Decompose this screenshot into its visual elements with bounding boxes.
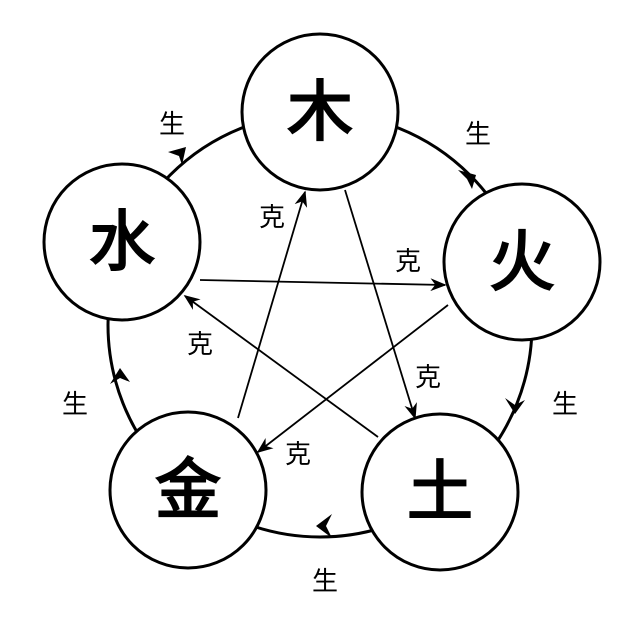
overcoming-label: 克 bbox=[187, 330, 213, 360]
arrow-wood-overcomes-earth bbox=[344, 189, 417, 420]
earth-circle bbox=[360, 412, 520, 572]
arrow-water-overcomes-fire bbox=[199, 278, 447, 292]
fire-label: 火 bbox=[489, 224, 555, 301]
water-label: 水 bbox=[89, 204, 156, 281]
chevron-earth-to-metal bbox=[316, 514, 332, 538]
generating-label: 生 bbox=[552, 390, 578, 420]
generating-label: 生 bbox=[159, 110, 185, 140]
arrow-fire-overcomes-metal bbox=[256, 304, 449, 453]
generating-label: 生 bbox=[312, 567, 338, 597]
arrow-metal-overcomes-wood bbox=[237, 190, 308, 419]
arrow-earth-overcomes-water bbox=[183, 295, 379, 438]
overcoming-label: 克 bbox=[285, 440, 311, 470]
overcoming-label: 克 bbox=[395, 247, 421, 277]
wood-circle bbox=[240, 32, 400, 192]
water-circle bbox=[42, 162, 202, 322]
metal-circle bbox=[108, 410, 268, 570]
earth-label: 土 bbox=[407, 454, 473, 531]
chevron-fire-to-earth bbox=[505, 398, 525, 414]
wood-label: 木 bbox=[287, 74, 353, 151]
chevron-metal-to-water bbox=[110, 368, 130, 384]
overcoming-label: 克 bbox=[415, 363, 441, 393]
overcoming-label: 克 bbox=[259, 203, 285, 233]
chevron-wood-to-fire bbox=[458, 170, 476, 189]
metal-label: 金 bbox=[154, 452, 222, 529]
chevron-water-to-wood bbox=[168, 147, 186, 165]
generating-label: 生 bbox=[465, 120, 491, 150]
generating-label: 生 bbox=[62, 390, 88, 420]
fire-circle bbox=[442, 182, 602, 342]
